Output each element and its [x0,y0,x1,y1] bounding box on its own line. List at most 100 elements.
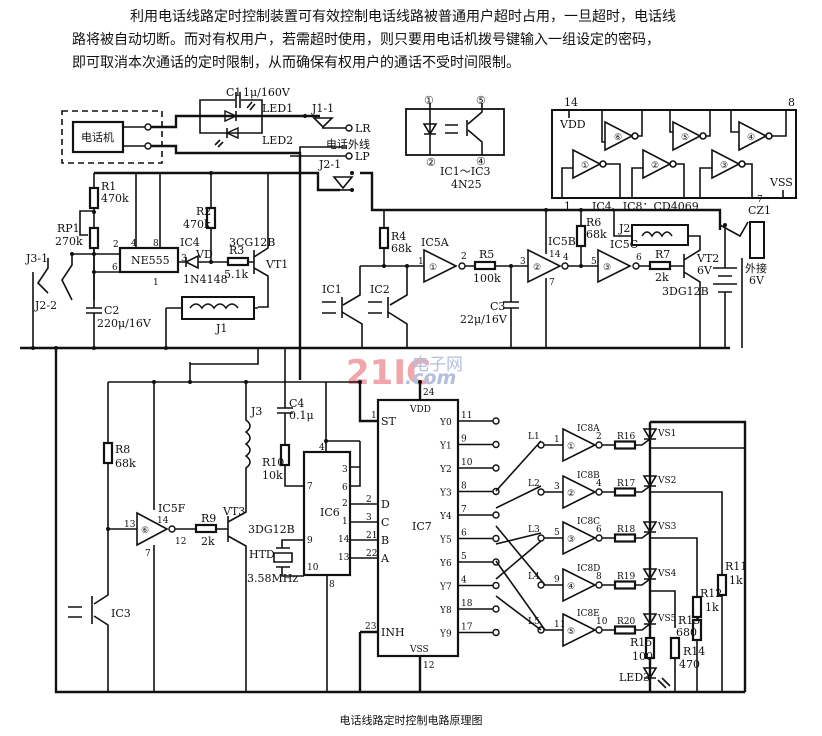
ic7-output-terminal[interactable] [492,534,500,543]
l-terminal[interactable] [537,534,545,542]
htd-label: HTD [249,548,275,561]
r9-value: 2k [201,535,215,548]
j3-label: J3 [250,405,262,418]
ic6-pin-1: 1 [342,517,348,527]
c4-value: 0.1μ [289,409,314,422]
inverter-gate [544,520,597,556]
r4-value: 68k [391,242,412,255]
watermark-cn: 电子网 [412,355,463,375]
ic7-output-Y6: Y6 [439,559,452,569]
r15-resistor [644,636,656,660]
ic7-input-pin-2: 2 [366,495,372,505]
gate-resistor [613,440,637,450]
ic7-output-Y4: Y4 [439,512,452,522]
ic7-output-pin-11: 11 [461,411,472,421]
r14-value: 470 [679,658,700,671]
l-label: L3 [528,525,540,535]
ic5f-pin-12: 12 [175,537,186,547]
r12-value: 1k [705,601,719,614]
ic7-st: ST [381,415,397,428]
vd-part: 1N4148 [183,273,228,286]
r4-resistor [378,226,390,250]
r12-label: R12 [700,587,722,600]
vt1-part: 3CG12B [229,236,275,249]
ic5b-pin-14: 14 [549,250,561,260]
watermark: 21IC 电子网 .com [346,353,463,393]
scr-icon [642,428,658,441]
opto-pin-5: ⑤ [476,94,486,107]
scr-icon [642,521,658,534]
ic7-output-terminal[interactable] [492,581,500,590]
ic7-pin-23: 23 [365,622,377,632]
cd4069-legend: 14 8 VDD VSS 1 7 IC4、IC8：CD4069 ⑥ ⑤ ④ ① … [551,96,797,213]
j1-1-label: J1-1 [311,102,334,115]
vt1-label: VT1 [265,258,288,271]
r13-resistor [691,618,703,642]
ic5b-pin-3: 3 [520,257,526,267]
rp1-potentiometer [88,226,100,250]
ic7-output-terminal[interactable] [492,628,500,637]
ic8-label: IC8B [577,471,600,481]
ic7-output-pin-8: 8 [461,482,467,492]
r11-label: R11 [725,560,747,573]
ic5b-pin-7: 7 [549,278,555,288]
r10-resistor [279,443,291,467]
ic7-output-Y9: Y9 [439,630,452,640]
j1-1-contact-icon [312,117,334,129]
ic6-pin-4: 4 [319,443,325,453]
cz1-socket [749,221,765,259]
ic7-output-terminal[interactable] [492,464,500,472]
decoder-section: R8 68k IC5F ⑥ 13 14 12 7 R9 2k VT3 3DG12… [54,348,745,694]
cd4069-vdd: VDD [559,118,586,131]
ic8-gate-number: ② [567,489,575,499]
ic6-pin-6: 6 [342,483,348,493]
l-terminal[interactable] [537,488,545,496]
ic6-pin-7: 7 [307,482,313,492]
ic7-input-C: C [381,516,389,529]
r9-label: R9 [201,512,216,525]
terminal-2 [144,142,152,150]
ic7-output-terminal[interactable] [492,511,500,519]
cd4069-gate-2: ② [651,161,659,171]
ic8-pin-out: 4 [596,479,602,489]
gate-resistor-label: R17 [617,479,636,489]
r6-label: R6 [586,216,601,229]
vt2-voltage: 6V [697,264,713,277]
ic6-pin-2: 2 [342,499,348,509]
ic8-pin-out: 8 [596,572,602,582]
ext-voltage: 6V [749,274,765,287]
ic6-pin-3: 3 [342,465,348,475]
ic8-gate-number: ① [567,442,575,452]
rp1-value: 270k [55,235,83,248]
ic4-label: IC4 [180,236,200,249]
scr-icon [642,613,658,626]
ic7-output-terminal[interactable] [492,417,500,425]
gate-resistor-label: R18 [617,525,636,535]
j2-relay [631,224,689,246]
r13-label: R13 [678,614,700,627]
ne555-pin-6: 6 [112,263,118,273]
ic5b-pin-4: 4 [563,253,569,263]
ne555-pin-4: 4 [131,239,137,249]
r1-value: 470k [101,192,129,205]
l-label: L4 [528,572,540,582]
r1-resistor [88,186,100,210]
r8-resistor [102,441,114,465]
ic7-output-terminal[interactable] [492,605,500,613]
ic8-gate-number: ③ [567,535,575,545]
ic7-output-terminal[interactable] [492,440,500,449]
vt2-part: 3DG12B [662,285,709,298]
led2-icon [225,126,239,140]
opto-pin-2: ② [426,156,436,169]
r11-resistor [716,573,728,597]
ne555-label: NE555 [131,254,170,267]
gate-resistor [613,533,637,543]
ic5b-label: IC5B [548,235,576,248]
ic6-pin-9: 9 [307,536,313,546]
ic6-pin-13: 13 [338,553,350,563]
cd4069-vss: VSS [769,176,793,189]
j1-relay [181,296,255,320]
r12-resistor [691,595,703,619]
figure-caption: 电话线路定时控制电路原理图 [339,714,483,727]
